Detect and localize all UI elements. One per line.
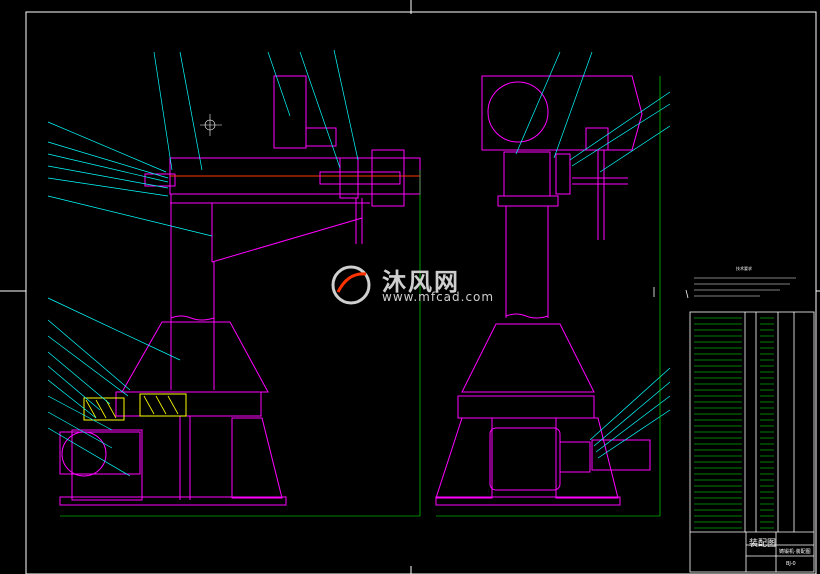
side-view xyxy=(435,75,651,506)
front-leaders xyxy=(47,49,359,477)
title-block-code: BJ-0 xyxy=(786,561,796,567)
side-leaders xyxy=(515,51,671,459)
title-block-name: 铸锻机·装配图 xyxy=(779,549,811,555)
front-view-hatch xyxy=(85,395,179,419)
registration-marks xyxy=(653,287,689,299)
watermark-brand: 沐风网 xyxy=(382,268,460,296)
front-dimensions xyxy=(60,114,421,517)
front-view xyxy=(59,75,421,506)
technical-notes-title: 技术要求 xyxy=(736,266,752,271)
side-dimensions xyxy=(436,76,661,517)
notes-block xyxy=(694,277,796,297)
parts-list xyxy=(689,311,815,573)
parts-list-rows xyxy=(694,317,774,529)
watermark-url: www.mfcad.com xyxy=(382,290,495,304)
title-block-title: 装配图 xyxy=(749,539,777,549)
mfcad-logo-icon xyxy=(331,265,371,305)
